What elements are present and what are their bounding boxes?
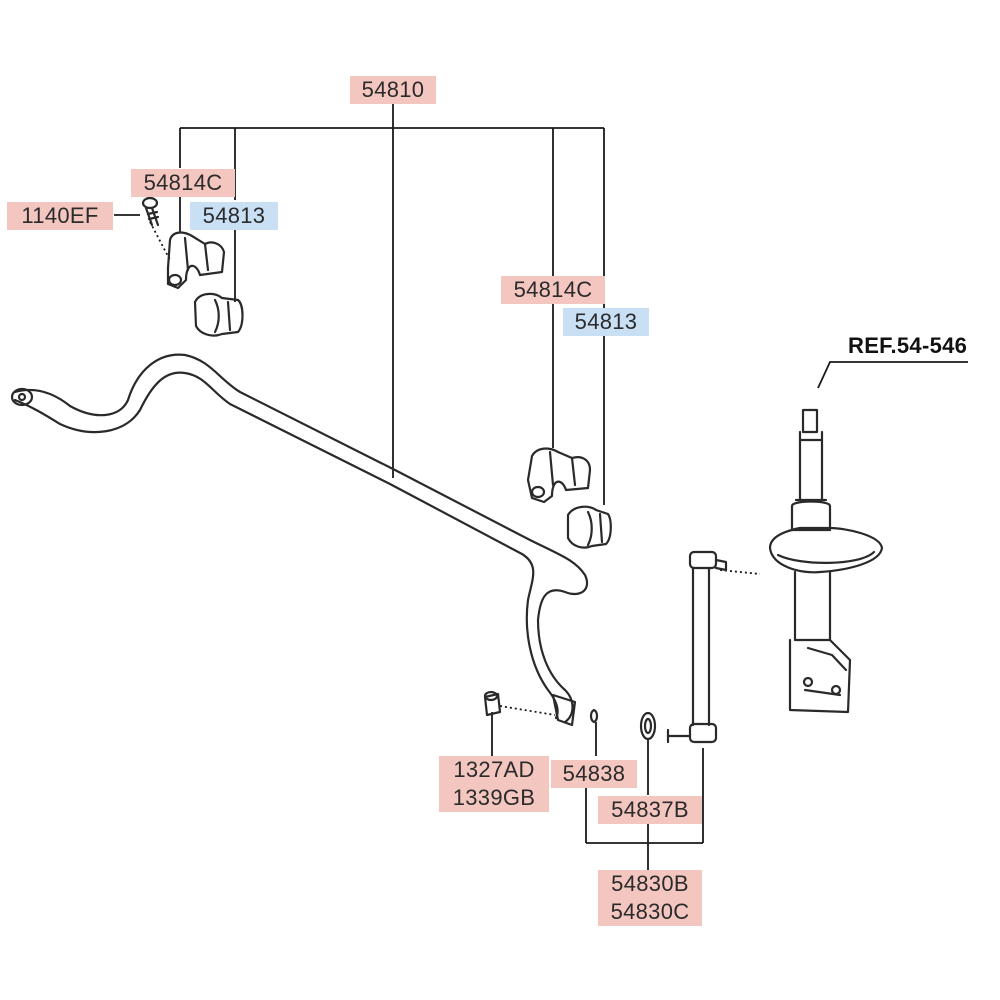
bracket-left [166, 231, 226, 290]
bushing-left [193, 292, 244, 337]
stabilizer-link [666, 550, 728, 744]
leader-lines [114, 103, 968, 870]
label-1140ef: 1140EF [7, 202, 113, 230]
strut-assembly [768, 408, 884, 714]
label-54830c: 54830C [598, 898, 702, 926]
label-54810: 54810 [350, 76, 436, 104]
label-54814c-left: 54814C [131, 169, 235, 197]
label-54837b: 54837B [598, 796, 702, 824]
bracket-right [526, 447, 592, 504]
label-54813-right: 54813 [563, 308, 649, 336]
label-1327ad: 1327AD [439, 756, 549, 784]
bushing-right [566, 505, 612, 549]
label-54813-left: 54813 [190, 202, 278, 230]
pin-54838 [589, 708, 599, 724]
bolt-1140ef [141, 196, 160, 227]
label-54830b: 54830B [598, 870, 702, 898]
stabilizer-bar [10, 353, 589, 727]
label-strut-ref: REF.54-546 [848, 333, 968, 358]
link-bushing-54837b [639, 711, 657, 741]
label-54814c-right: 54814C [501, 276, 605, 304]
label-54838: 54838 [551, 760, 637, 788]
label-1339gb: 1339GB [439, 784, 549, 812]
nut-1327ad [483, 690, 502, 717]
